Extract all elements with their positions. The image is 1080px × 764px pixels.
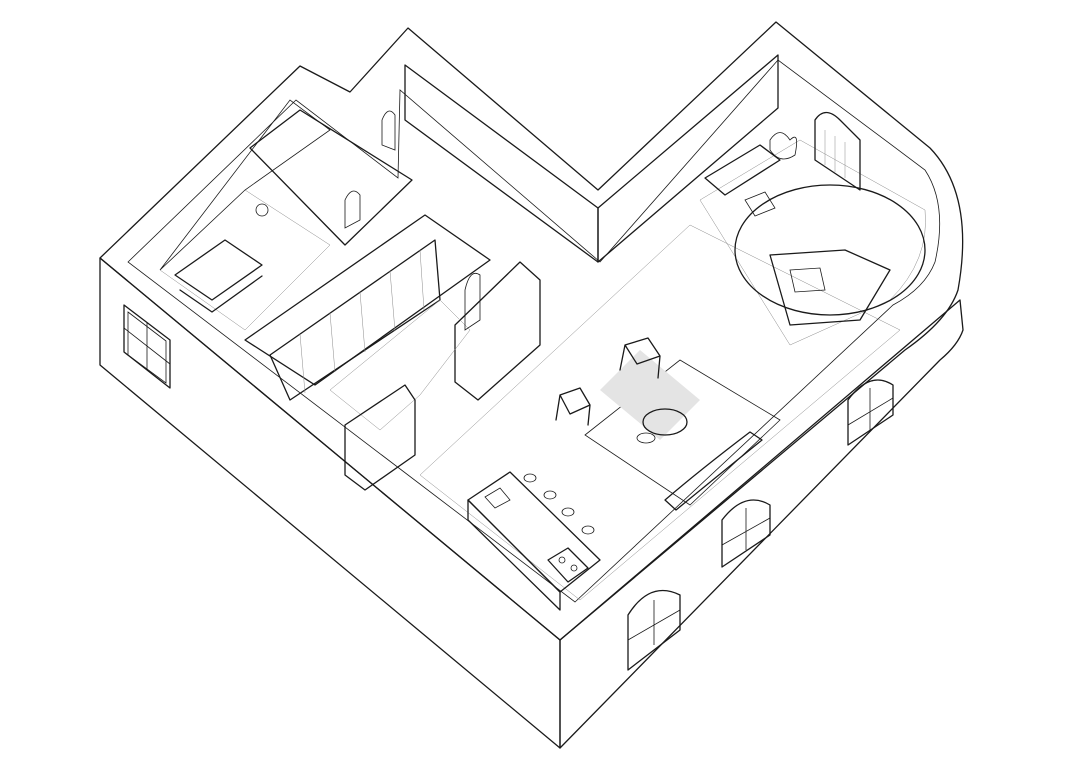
upper-walls [381, 54, 779, 263]
corridor-wall-left [404, 64, 599, 263]
living-dining [419, 224, 901, 601]
side-table [636, 432, 656, 444]
outer-shell [99, 21, 964, 749]
sofa [664, 431, 763, 511]
arched-window-icon [627, 589, 681, 671]
bathroom [159, 99, 413, 331]
toilet-door [344, 190, 361, 229]
bathroom-back-wall [159, 99, 331, 271]
corridor-floor [329, 299, 471, 431]
floor-area [127, 59, 941, 603]
bar-stool-icon [523, 473, 537, 483]
curtain-track [734, 184, 926, 316]
desk-chair [744, 191, 776, 217]
cooktop-icon [547, 547, 589, 583]
hall-door [464, 272, 481, 331]
dining-table [642, 408, 688, 436]
bar-stool-icon [581, 525, 595, 535]
sun-shadow [600, 350, 700, 440]
potted-plant-icon [769, 132, 798, 160]
study-door [381, 110, 396, 151]
bedroom-window-door [814, 111, 861, 191]
wall-top-rim [99, 21, 964, 641]
bedroom [699, 111, 926, 346]
kitchen-cabinets [244, 214, 541, 491]
exterior-wall-left [99, 257, 561, 749]
island-front [467, 499, 561, 611]
bathroom-floor [159, 189, 331, 331]
arched-window-icon [847, 379, 894, 446]
bar-stool-icon [543, 490, 557, 500]
chair-icon [555, 387, 591, 426]
corridor-wall-right [597, 54, 779, 263]
bar-stool-icon [561, 507, 575, 517]
window-left-facade [123, 304, 171, 389]
bathtub [174, 239, 263, 313]
bathroom-partition [249, 109, 413, 246]
bar-stools [523, 473, 595, 535]
exterior-wall-right [559, 299, 964, 749]
windows [123, 304, 894, 671]
entry-counter [344, 384, 416, 491]
shower-icon [255, 203, 269, 217]
cabinet-run-top [244, 214, 491, 386]
desk [704, 144, 781, 196]
chair-icon [619, 337, 661, 379]
sink-icon [484, 487, 511, 509]
bed-icon [769, 249, 891, 326]
kitchen-island [467, 471, 601, 611]
arched-window-icon [721, 499, 771, 568]
tall-cabinet [454, 261, 541, 401]
